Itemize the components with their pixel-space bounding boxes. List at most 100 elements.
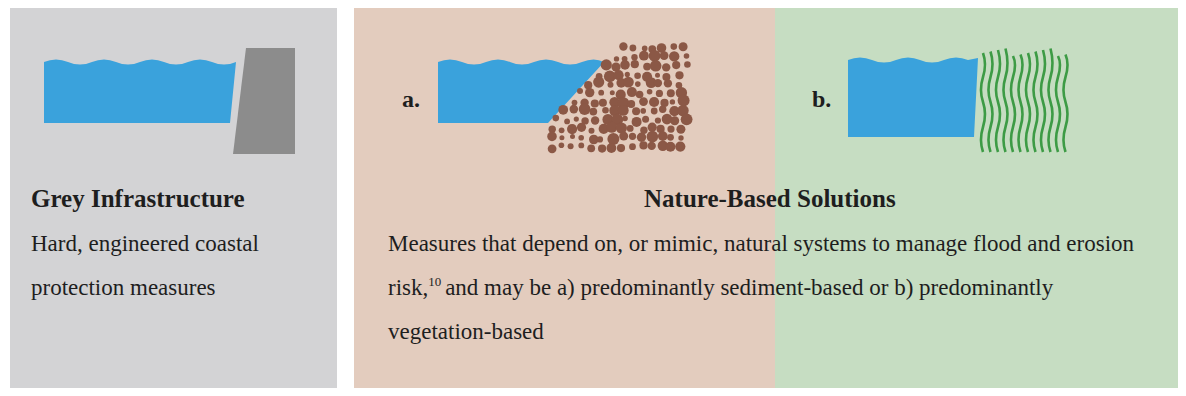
sediment-grain <box>622 116 628 122</box>
sediment-grain <box>658 131 668 141</box>
sediment-grain <box>655 73 660 78</box>
sediment-grain <box>579 103 591 115</box>
sediment-grain <box>589 108 597 116</box>
sediment-grain <box>627 100 635 108</box>
grass-blade <box>989 52 993 153</box>
sediment-grain <box>635 81 641 87</box>
sediment-grain <box>639 97 648 106</box>
sediment-grain <box>667 134 674 141</box>
grass-blade <box>1041 50 1045 152</box>
sediment-grain <box>608 82 614 88</box>
sediment-grain <box>630 45 637 52</box>
sediment-grain <box>681 113 693 125</box>
sediment-grain <box>578 135 584 141</box>
sediment-grain <box>564 119 570 125</box>
sediment-grain <box>678 135 683 140</box>
sediment-grain <box>632 107 640 115</box>
sediment-grain <box>672 61 680 69</box>
sediment-grain <box>634 72 641 79</box>
sediment-grain <box>547 132 557 142</box>
sediment-grain <box>559 135 564 140</box>
sediment-grain <box>642 46 648 52</box>
sediment-grain <box>629 133 636 140</box>
sediment-grain <box>619 42 627 50</box>
sediment-grain <box>559 127 565 133</box>
sediment-grain <box>602 107 609 114</box>
sediment-grain <box>643 63 651 71</box>
sediment-grain <box>639 51 649 61</box>
sediment-grain <box>577 88 583 94</box>
sediment-grain <box>649 50 661 62</box>
sediment-grain <box>651 108 658 115</box>
body-text: and may be a) predominantly sediment-bas… <box>388 275 1053 344</box>
sediment-grain <box>570 105 579 114</box>
sediment-grain <box>648 123 657 132</box>
sediment-grain <box>671 43 678 50</box>
sediment-grain <box>623 77 634 88</box>
water <box>438 60 606 124</box>
sediment-grain <box>629 143 636 150</box>
sediment-grain <box>676 125 685 134</box>
panel: Nature-Based SolutionsMeasures that depe… <box>354 8 1178 388</box>
sediment-grain <box>664 79 672 87</box>
sediment-grain <box>678 95 690 107</box>
sediment-grain <box>659 106 666 113</box>
option-letter: a. <box>402 86 420 113</box>
sediment-grain <box>642 116 649 123</box>
sediment-grain <box>636 91 644 99</box>
sediment-grain <box>572 100 578 106</box>
sediment-grain <box>548 144 557 153</box>
sediment-grain <box>591 99 599 107</box>
sediment-grain <box>599 99 607 107</box>
grass-blade <box>1004 49 1008 153</box>
sediment-grain <box>684 61 691 68</box>
grass-blade <box>1056 56 1060 152</box>
sediment-grain <box>670 116 679 125</box>
sediment-grain <box>589 128 595 134</box>
sediment-grain <box>670 99 675 104</box>
sediment-grain <box>675 71 683 79</box>
sediment-grain <box>654 79 662 87</box>
water <box>848 58 978 138</box>
sediment-grain <box>593 77 604 88</box>
sediment-grain <box>614 56 619 61</box>
sediment-grain <box>570 134 575 139</box>
sediment-grain <box>559 143 565 149</box>
sediment-grain <box>577 123 586 132</box>
sediment <box>547 42 692 153</box>
sediment-grain <box>568 143 574 149</box>
sediment-grain <box>584 81 592 89</box>
sediment-grain <box>684 53 690 59</box>
sediment-grain <box>648 142 656 150</box>
grass-blade <box>1064 55 1068 153</box>
sediment-grain <box>558 105 568 115</box>
sediment-grain <box>632 117 642 127</box>
sediment-grain <box>665 142 675 152</box>
sediment-grain <box>679 42 688 51</box>
sediment-grain <box>607 133 619 145</box>
sediment-grain <box>585 88 594 97</box>
sediment-grain <box>655 117 661 123</box>
sediment-grain <box>567 124 577 134</box>
sediment-grain <box>598 145 606 153</box>
grass-blade <box>1019 55 1023 153</box>
grass-blade <box>1034 52 1038 153</box>
sediment-grain <box>618 105 629 116</box>
sediment-grain <box>617 144 625 152</box>
sediment-grain <box>631 60 639 68</box>
sediment-grain <box>627 125 634 132</box>
sediment-grain <box>598 90 604 96</box>
sediment-grain <box>660 51 669 60</box>
sediment-grain <box>647 131 659 143</box>
panel-body: Hard, engineered coastal protection meas… <box>31 222 263 310</box>
grass-blade <box>996 50 1000 152</box>
grass-blade <box>981 53 985 152</box>
grass-blade <box>1049 49 1053 153</box>
sediment-grain <box>647 89 653 95</box>
sediment-grain <box>625 72 630 77</box>
panel-heading: Nature-Based Solutions <box>644 185 896 213</box>
sediment-grain <box>640 108 646 114</box>
sediment-grain <box>587 144 595 152</box>
sea-wall <box>233 48 295 154</box>
sediment-grain <box>649 97 659 107</box>
